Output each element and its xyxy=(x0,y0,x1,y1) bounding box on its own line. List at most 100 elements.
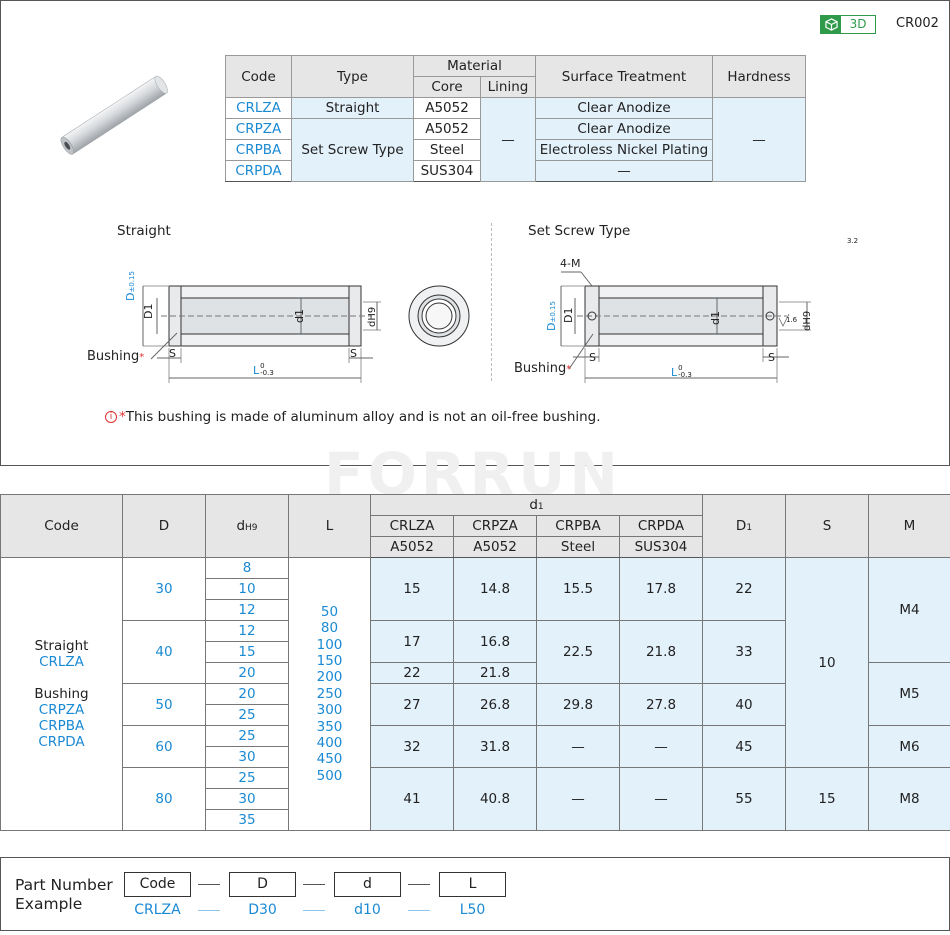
header-crlza: CRLZA xyxy=(370,515,454,537)
d-value: 20 xyxy=(205,662,289,684)
pn-value-L: L50 xyxy=(459,902,486,918)
d1-crpba: — xyxy=(536,725,620,768)
header-surface-treatment: Surface Treatment xyxy=(535,55,713,98)
hardness-cell: — xyxy=(712,97,806,182)
table-row: 20 22 21.8 M5 xyxy=(1,662,950,726)
set-screw-4M-label: 4-M xyxy=(560,257,581,270)
dim-d1-label-ss: d1 xyxy=(709,311,722,325)
header-L: L xyxy=(288,494,371,558)
d1-crpda: — xyxy=(619,767,703,831)
type-cell: Straight xyxy=(291,97,414,119)
d-value: 30 xyxy=(205,788,289,810)
core-cell: A5052 xyxy=(413,118,481,140)
surface-cell: Clear Anodize xyxy=(535,97,713,119)
dimension-spec-table: Code D dH9 L d1 D1 S M CRLZA CRPZA CRPBA… xyxy=(0,494,950,831)
D-value: 40 xyxy=(122,620,206,684)
d1-crlza: 22 xyxy=(370,662,454,684)
header-hardness: Hardness xyxy=(712,55,806,98)
d1-crpza: 14.8 xyxy=(453,557,537,621)
pn-field-d: d xyxy=(334,872,401,897)
surface-cell: Electroless Nickel Plating xyxy=(535,139,713,161)
lining-cell: — xyxy=(480,97,536,182)
bushing-label-setscrew: Bushing* xyxy=(514,361,572,376)
d1-crpda: 21.8 xyxy=(619,620,703,684)
D1-value: 45 xyxy=(702,725,786,768)
d1-crlza: 17 xyxy=(370,620,454,663)
core-cell: SUS304 xyxy=(413,160,481,182)
d-value: 30 xyxy=(205,746,289,768)
table-row: CRPDA SUS304 — xyxy=(225,160,806,182)
core-cell: Steel xyxy=(413,139,481,161)
D-value: 80 xyxy=(122,767,206,831)
pn-value-D: D30 xyxy=(248,902,277,918)
d-value: 25 xyxy=(205,767,289,789)
pn-field-code: Code xyxy=(124,872,191,897)
info-icon: i xyxy=(105,411,117,423)
dim-S-label-ss-right: S xyxy=(768,351,775,364)
D-value: 30 xyxy=(122,557,206,621)
dim-D1-label: D1 xyxy=(142,303,155,319)
code-link-crpda[interactable]: CRPDA xyxy=(38,734,85,750)
header-S: S xyxy=(785,494,869,558)
code-link-crpda[interactable]: CRPDA xyxy=(225,160,292,182)
d1-crpza: 26.8 xyxy=(453,683,537,726)
table-row: CRLZA Straight A5052 — Clear Anodize — xyxy=(225,97,806,182)
header-D: D xyxy=(122,494,206,558)
dim-D-label-ss: D±0.15 xyxy=(545,301,558,331)
header-code: Code xyxy=(225,55,292,98)
header-dH9: dH9 xyxy=(205,494,289,558)
d1-crlza: 32 xyxy=(370,725,454,768)
pn-value-separator xyxy=(408,910,430,911)
pn-value-separator xyxy=(198,910,220,911)
d-value: 25 xyxy=(205,725,289,747)
code-link-crlza[interactable]: CRLZA xyxy=(39,654,84,670)
core-cell: A5052 xyxy=(413,97,481,119)
d1-crpda: 17.8 xyxy=(619,557,703,621)
code-link-crpza[interactable]: CRPZA xyxy=(38,702,85,718)
table-row: CRPZA Set Screw Type A5052 Clear Anodize xyxy=(225,118,806,182)
d1-crpba: 15.5 xyxy=(536,557,620,621)
code-link-crlza[interactable]: CRLZA xyxy=(225,97,292,119)
material-table: Code Type Material Surface Treatment Har… xyxy=(225,55,806,182)
pn-separator xyxy=(408,884,430,885)
table-row: 50 20 27 26.8 29.8 27.8 40 xyxy=(1,683,950,726)
table-row: 35 xyxy=(1,809,950,831)
code-link-crpba[interactable]: CRPBA xyxy=(38,718,85,734)
type-cell: Set Screw Type xyxy=(291,118,414,182)
d-value: 10 xyxy=(205,578,289,600)
code-link-crpza[interactable]: CRPZA xyxy=(225,118,292,140)
dim-dH9-label-ss: dH9 xyxy=(802,310,813,331)
dim-D1-label-ss: D1 xyxy=(562,307,575,323)
straight-drawing-title: Straight xyxy=(117,223,171,239)
cube-icon xyxy=(821,16,841,33)
d-value: 15 xyxy=(205,641,289,663)
d-value: 25 xyxy=(205,704,289,726)
bushing-label-straight: Bushing* xyxy=(87,349,145,364)
dim-S-label-right: S xyxy=(350,347,357,360)
header-core: Core xyxy=(413,76,481,98)
table-row: Straight CRLZA Bushing CRPZA CRPBA CRPDA… xyxy=(0,557,950,831)
header-crpba: CRPBA xyxy=(536,515,620,537)
D-value: 50 xyxy=(122,683,206,726)
D-value: 60 xyxy=(122,725,206,768)
table-row: CRPBA Steel Electroless Nickel Plating xyxy=(225,139,806,161)
header-M: M xyxy=(868,494,950,558)
surface-cell: — xyxy=(535,160,713,182)
code-link-crpba[interactable]: CRPBA xyxy=(225,139,292,161)
table-row: 12 xyxy=(1,599,950,621)
setscrew-drawing-title: Set Screw Type xyxy=(528,223,631,239)
D1-value: 22 xyxy=(702,557,786,621)
M-value: M4 xyxy=(868,557,950,663)
3d-model-button[interactable]: 3D xyxy=(820,15,876,34)
d1-crpda: — xyxy=(619,725,703,768)
header-material: Material xyxy=(413,55,536,77)
header-crpza: CRPZA xyxy=(453,515,537,537)
header-type: Type xyxy=(291,55,414,98)
dim-d1-label: d1 xyxy=(293,309,306,323)
note-text: This bushing is made of aluminum alloy a… xyxy=(125,409,601,425)
pn-field-D: D xyxy=(229,872,296,897)
table-row: 40 12 17 16.8 22.5 21.8 33 xyxy=(1,620,950,684)
pn-separator xyxy=(198,884,220,885)
surface-roughness-16: 1.6 xyxy=(786,316,798,324)
header-d1: d1 xyxy=(370,494,703,516)
